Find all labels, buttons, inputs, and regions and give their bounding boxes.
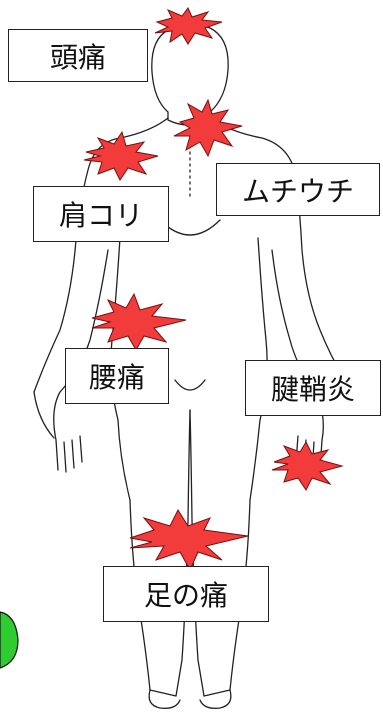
green-blob-shape [0,611,19,669]
label-tenosynovitis: 腱鞘炎 [245,360,381,416]
label-headache: 頭痛 [8,29,148,82]
pain-burst-neck [173,98,243,158]
label-whiplash: ムチウチ [216,163,380,216]
pain-burst-shoulder [83,130,159,181]
pain-burst-knees [129,508,249,572]
pain-burst-back [91,292,187,352]
pain-burst-head [154,7,223,45]
label-stiff-shoulder: 肩コリ [33,186,169,242]
label-foot-pain: 足の痛 [103,566,269,622]
pain-burst-wrist [271,440,344,491]
label-back-pain: 腰痛 [65,348,169,404]
